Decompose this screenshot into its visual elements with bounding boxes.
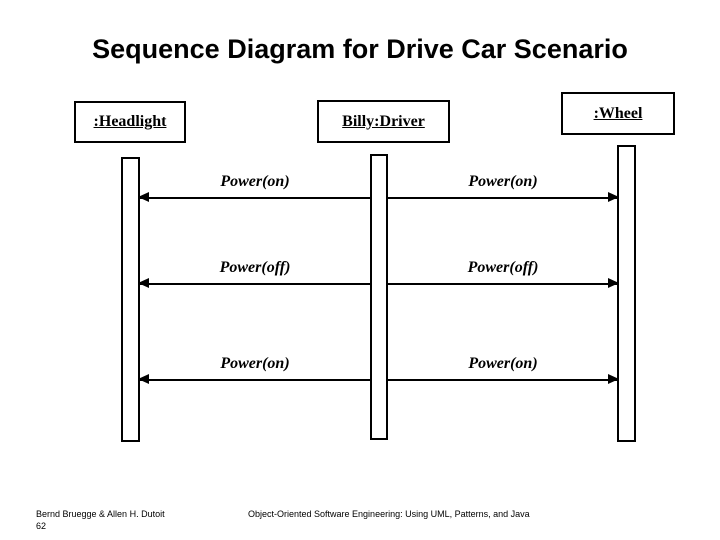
arrowhead-left-icon: [138, 278, 149, 288]
message-label: Power(on): [220, 173, 290, 190]
message-power-off-headlight: Power(off): [138, 260, 371, 288]
activation-bar-wheel: [617, 145, 636, 442]
footer-page-number: 62: [36, 521, 47, 531]
arrowhead-right-icon: [608, 374, 619, 384]
message-power-on-wheel-2: Power(on): [388, 356, 619, 384]
message-power-on-headlight-2: Power(on): [138, 356, 371, 384]
activation-bar-headlight: [121, 157, 140, 442]
arrowhead-right-icon: [608, 192, 619, 202]
message-line: [139, 197, 371, 199]
footer-book-title: Object-Oriented Software Engineering: Us…: [248, 509, 530, 519]
message-label: Power(on): [468, 355, 538, 372]
object-box-wheel[interactable]: :Wheel: [561, 92, 675, 135]
message-label: Power(on): [220, 355, 290, 372]
message-label: Power(off): [219, 259, 291, 276]
message-power-off-wheel: Power(off): [388, 260, 619, 288]
message-power-on-headlight-1: Power(on): [138, 174, 371, 202]
message-line: [388, 283, 618, 285]
object-box-headlight[interactable]: :Headlight: [74, 101, 186, 143]
arrowhead-left-icon: [138, 192, 149, 202]
arrowhead-right-icon: [608, 278, 619, 288]
message-line: [388, 197, 618, 199]
object-label-wheel: :Wheel: [593, 104, 643, 122]
object-label-driver: Billy:Driver: [342, 112, 425, 130]
page-title: Sequence Diagram for Drive Car Scenario: [92, 34, 628, 64]
message-label: Power(on): [468, 173, 538, 190]
footer-authors-block: Bernd Bruegge & Allen H. Dutoit 62: [36, 508, 165, 532]
object-box-driver[interactable]: Billy:Driver: [317, 100, 450, 143]
message-power-on-wheel-1: Power(on): [388, 174, 619, 202]
message-label: Power(off): [467, 259, 539, 276]
activation-bar-driver: [370, 154, 388, 440]
object-label-headlight: :Headlight: [93, 113, 167, 130]
message-line: [139, 283, 371, 285]
arrowhead-left-icon: [138, 374, 149, 384]
footer-authors: Bernd Bruegge & Allen H. Dutoit: [36, 509, 165, 519]
message-line: [388, 379, 618, 381]
message-line: [139, 379, 371, 381]
